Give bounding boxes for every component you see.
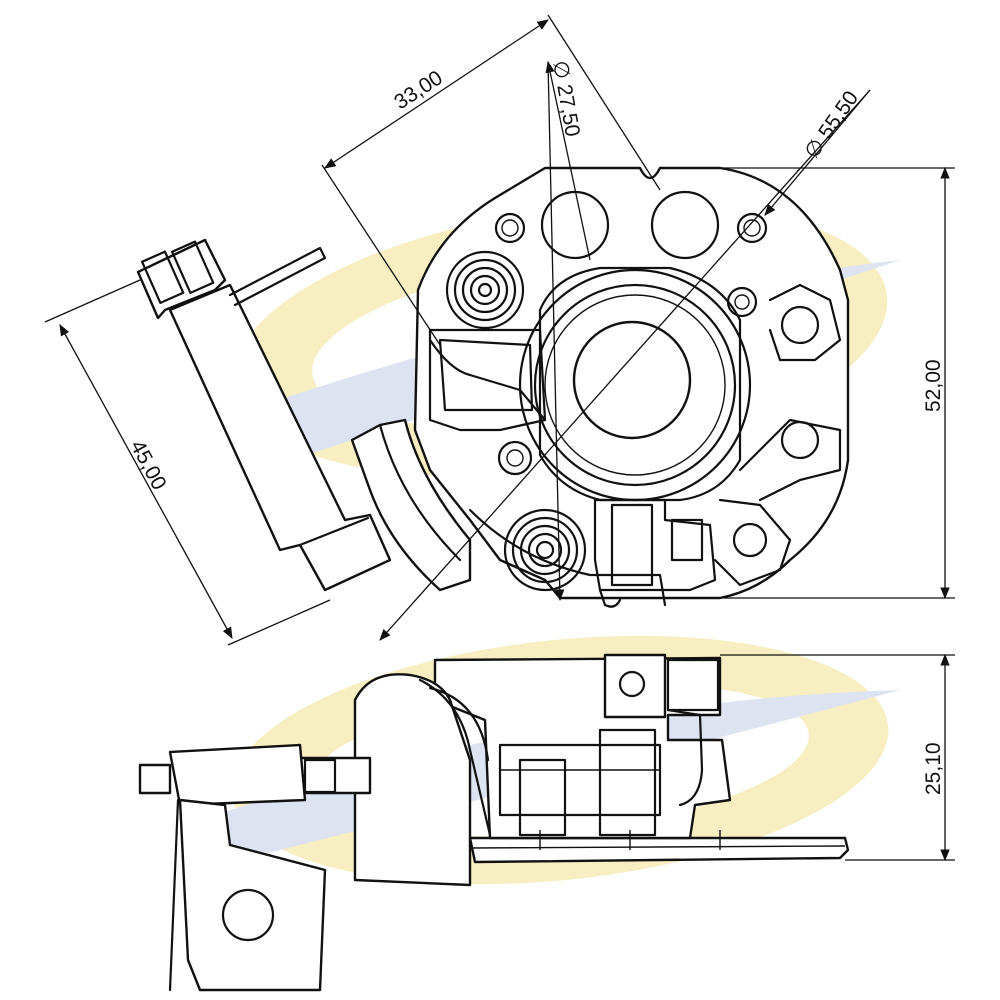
hole — [736, 212, 768, 244]
dim-45-label: 45,00 — [126, 437, 171, 494]
terminal-clip — [350, 418, 472, 592]
dim-52-label: 52,00 — [922, 359, 945, 412]
side-clip — [353, 673, 472, 887]
hole-large — [650, 190, 720, 260]
dim-33-label: 33,00 — [390, 66, 447, 114]
side-bracket — [178, 798, 327, 992]
dim-25-10-label: 25,10 — [922, 742, 945, 795]
dim-33-line — [324, 19, 549, 169]
side-brush — [138, 743, 372, 807]
side-view: 25,10 — [138, 653, 955, 992]
dim-55-50-label: ∅ 55,50 — [800, 87, 863, 163]
bracket-hole — [221, 888, 275, 942]
dim-27-50-label: ∅ 27,50 — [548, 59, 584, 139]
spring-left — [445, 250, 525, 330]
hole — [494, 212, 526, 244]
commutator-bore — [572, 320, 692, 440]
top-view: 33,00 ∅ 27,50 ∅ 55,50 52,00 45,00 — [44, 14, 955, 646]
side-base-plate — [468, 836, 850, 864]
brush-box-bottom — [593, 498, 717, 592]
